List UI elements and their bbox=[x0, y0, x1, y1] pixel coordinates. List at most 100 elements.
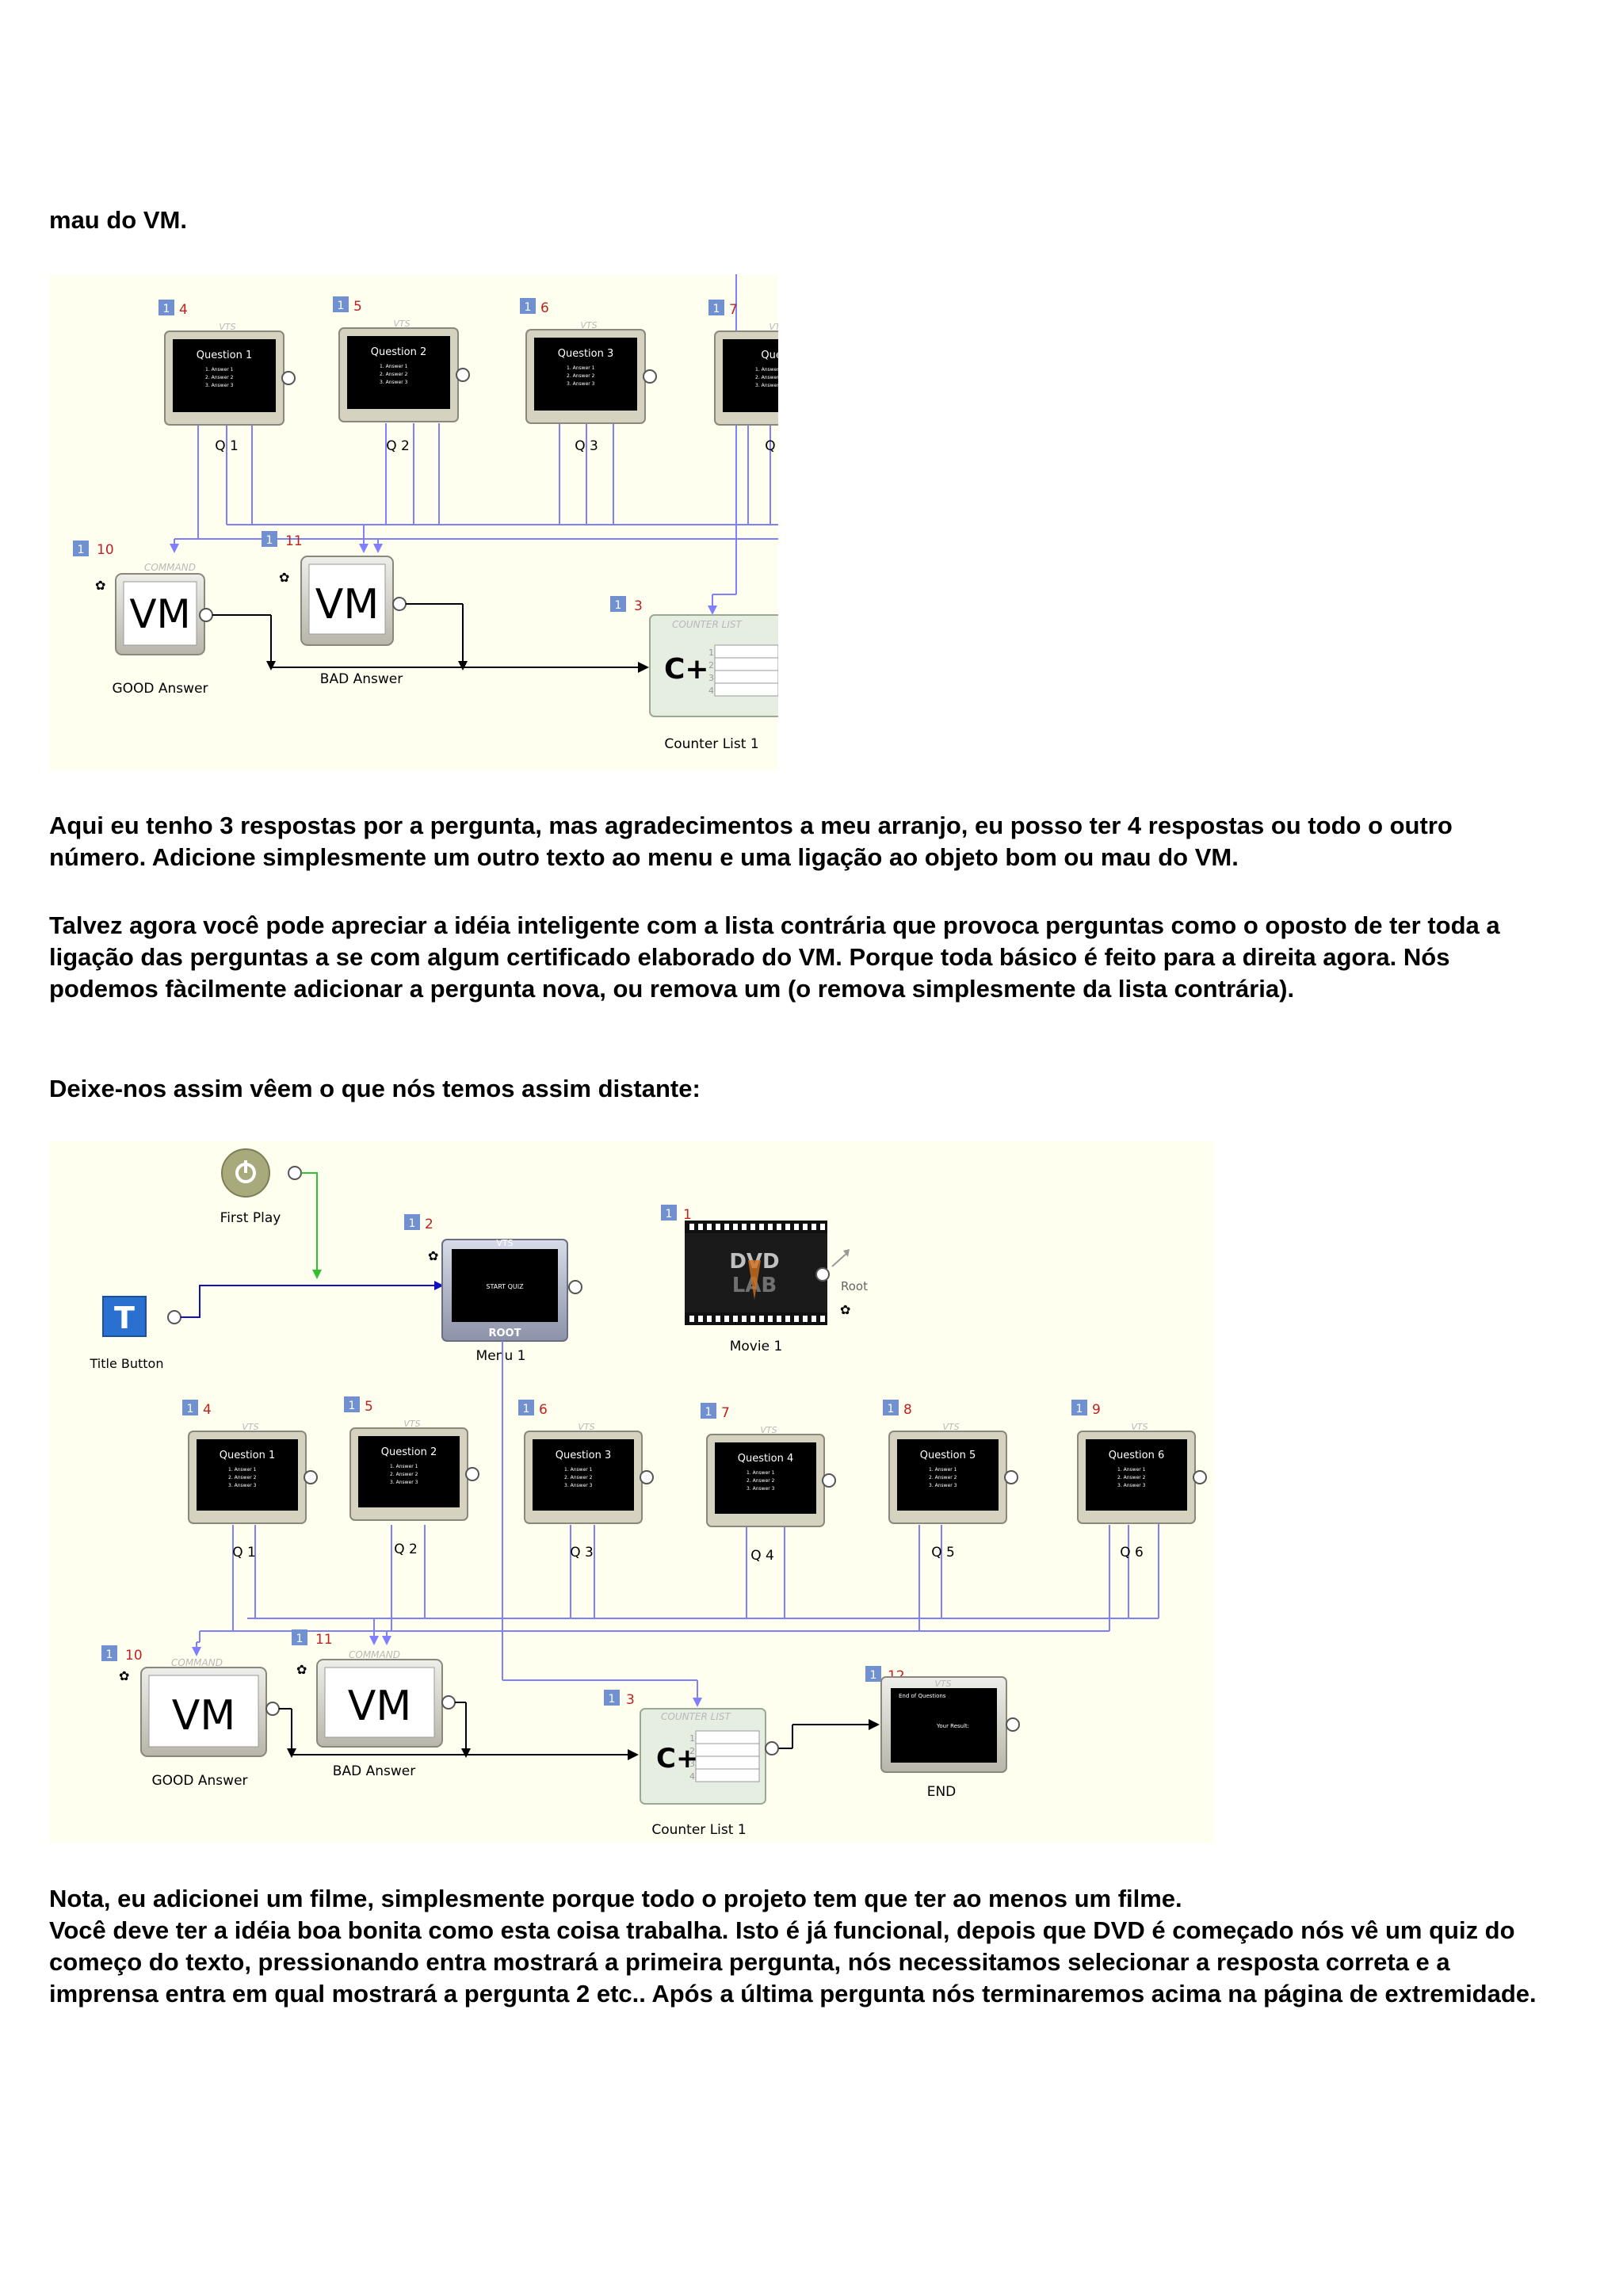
svg-text:End of Questions: End of Questions bbox=[899, 1693, 946, 1699]
svg-text:1: 1 bbox=[78, 544, 85, 556]
title-button-node[interactable]: T bbox=[102, 1296, 181, 1337]
counter-list-label-2: Counter List 1 bbox=[651, 1822, 746, 1838]
svg-text:1: 1 bbox=[1076, 1403, 1083, 1415]
d1-counter-row: 4 bbox=[708, 686, 714, 696]
vm-bad-command[interactable]: ✿ COMMAND VM bbox=[279, 554, 407, 646]
svg-text:2. Answer 2: 2. Answer 2 bbox=[755, 375, 778, 380]
svg-text:3. Answer 3: 3. Answer 3 bbox=[390, 1480, 418, 1485]
svg-text:COMMAND: COMMAND bbox=[144, 562, 196, 573]
d2-question-link-label: Q 4 bbox=[750, 1548, 774, 1564]
svg-text:T: T bbox=[114, 1301, 135, 1335]
d2-question-id: 6 bbox=[539, 1402, 548, 1418]
menu-1-node[interactable]: VTS START QUIZ ROOT bbox=[441, 1238, 582, 1342]
svg-text:Your Result:: Your Result: bbox=[936, 1723, 969, 1729]
svg-text:1: 1 bbox=[163, 303, 170, 315]
good-answer-label-2: GOOD Answer bbox=[151, 1773, 247, 1789]
svg-text:1. Answer 1: 1. Answer 1 bbox=[205, 367, 234, 372]
svg-text:1. Answer 1: 1. Answer 1 bbox=[380, 364, 408, 369]
svg-text:VTS: VTS bbox=[934, 1679, 951, 1689]
svg-text:ROOT: ROOT bbox=[489, 1328, 521, 1339]
counter-list-label: Counter List 1 bbox=[664, 736, 758, 752]
d1-question-4[interactable]: 17VTSQues1. Answer 12. Answer 23. Answer… bbox=[708, 300, 778, 454]
good-id: 10 bbox=[97, 542, 114, 558]
note-paragraph: Nota, eu adicionei um filme, simplesment… bbox=[49, 1885, 1537, 2008]
movie-1-node[interactable]: DVD LAB bbox=[685, 1221, 850, 1325]
d2-counter-row: 4 bbox=[689, 1771, 695, 1782]
bad-answer-label: BAD Answer bbox=[320, 671, 403, 687]
vm-good-command-2[interactable]: ✿ COMMAND VM bbox=[119, 1657, 280, 1757]
svg-text:1. Answer 1: 1. Answer 1 bbox=[929, 1467, 957, 1473]
svg-text:VTS: VTS bbox=[242, 1422, 258, 1432]
answers-paragraph: Aqui eu tenho 3 respostas por a pergunta… bbox=[49, 812, 1453, 871]
d2-question-id: 7 bbox=[721, 1405, 730, 1421]
d2-question-title: Question 3 bbox=[556, 1450, 612, 1461]
svg-text:3. Answer 3: 3. Answer 3 bbox=[380, 380, 408, 385]
d1-question-link-label: Q 2 bbox=[386, 438, 410, 454]
svg-text:3. Answer 3: 3. Answer 3 bbox=[228, 1483, 257, 1488]
d1-question-id: 5 bbox=[353, 299, 362, 315]
svg-text:✿: ✿ bbox=[840, 1302, 850, 1317]
movie-id: 1 bbox=[683, 1207, 692, 1223]
idea-paragraph: Talvez agora você pode apreciar a idéia … bbox=[49, 911, 1500, 1003]
d1-question-title: Ques bbox=[761, 350, 778, 361]
svg-text:2. Answer 2: 2. Answer 2 bbox=[747, 1478, 775, 1484]
svg-text:3. Answer 3: 3. Answer 3 bbox=[747, 1486, 775, 1492]
svg-text:VM: VM bbox=[348, 1683, 411, 1730]
svg-text:C+: C+ bbox=[664, 653, 709, 686]
d1-question-link-label: Q 1 bbox=[215, 438, 239, 454]
svg-text:✿: ✿ bbox=[428, 1248, 438, 1263]
first-play-node[interactable] bbox=[221, 1148, 302, 1198]
svg-text:3. Answer 3: 3. Answer 3 bbox=[1117, 1483, 1146, 1488]
counter2-id: 3 bbox=[626, 1692, 635, 1708]
svg-text:VM: VM bbox=[129, 591, 190, 637]
svg-text:VTS: VTS bbox=[219, 322, 235, 332]
svg-text:1: 1 bbox=[609, 1693, 616, 1706]
see-paragraph: Deixe-nos assim vêem o que nós temos ass… bbox=[49, 1075, 701, 1102]
d2-question-title: Question 1 bbox=[220, 1450, 276, 1461]
vm-bad-command-2[interactable]: ✿ COMMAND VM bbox=[296, 1649, 456, 1748]
svg-text:1: 1 bbox=[523, 1403, 530, 1415]
svg-text:2. Answer 2: 2. Answer 2 bbox=[390, 1472, 418, 1477]
d2-counter-row: 2 bbox=[689, 1746, 695, 1756]
svg-text:✿: ✿ bbox=[296, 1662, 307, 1677]
end-node[interactable]: VTS End of Questions Your Result: bbox=[880, 1676, 1020, 1773]
svg-text:3. Answer 3: 3. Answer 3 bbox=[567, 381, 595, 387]
intro-text: mau do VM. bbox=[49, 206, 187, 234]
svg-text:START QUIZ: START QUIZ bbox=[486, 1283, 524, 1290]
svg-text:1. Answer 1: 1. Answer 1 bbox=[390, 1464, 418, 1469]
svg-text:VTS: VTS bbox=[578, 1422, 594, 1432]
d1-question-title: Question 2 bbox=[371, 346, 427, 358]
d1-counter-row: 3 bbox=[708, 673, 714, 683]
d2-question-title: Question 2 bbox=[381, 1446, 437, 1458]
svg-text:2. Answer 2: 2. Answer 2 bbox=[228, 1475, 257, 1480]
svg-text:1. Answer 1: 1. Answer 1 bbox=[755, 367, 778, 372]
d1-counter-row: 1 bbox=[708, 648, 714, 658]
d2-question-title: Question 5 bbox=[920, 1450, 976, 1461]
svg-text:3. Answer 3: 3. Answer 3 bbox=[755, 383, 778, 388]
vm-good-command[interactable]: ✿ COMMAND VM bbox=[95, 562, 213, 655]
d1-question-id: 6 bbox=[540, 300, 549, 316]
d2-question-title: Question 6 bbox=[1109, 1450, 1165, 1461]
svg-text:1. Answer 1: 1. Answer 1 bbox=[228, 1467, 257, 1473]
svg-text:✿: ✿ bbox=[279, 570, 289, 585]
d2-question-link-label: Q 2 bbox=[394, 1541, 418, 1557]
svg-text:1: 1 bbox=[296, 1633, 304, 1645]
svg-text:VTS: VTS bbox=[1131, 1422, 1148, 1432]
svg-text:1. Answer 1: 1. Answer 1 bbox=[564, 1467, 593, 1473]
svg-text:1: 1 bbox=[525, 301, 532, 314]
svg-text:VM: VM bbox=[172, 1692, 235, 1740]
d2-question-link-label: Q 5 bbox=[931, 1545, 955, 1561]
svg-text:VM: VM bbox=[315, 581, 379, 628]
